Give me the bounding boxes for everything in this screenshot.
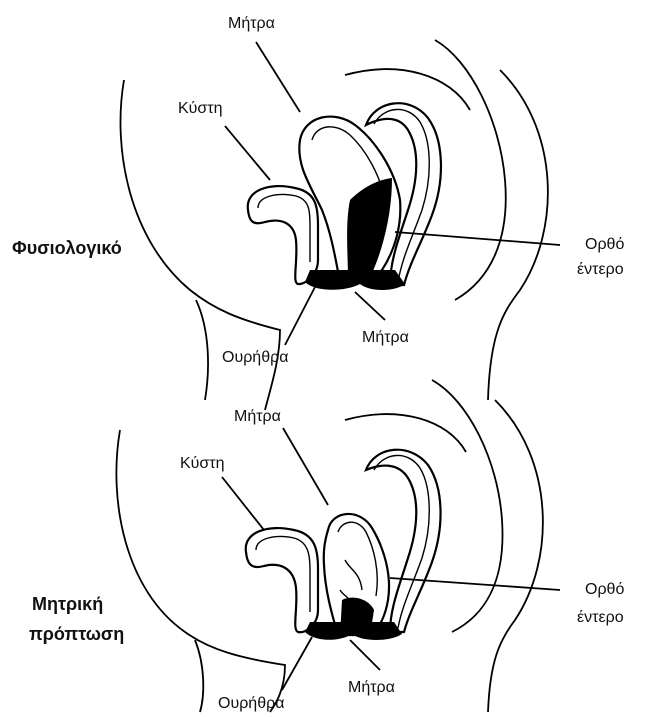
normal-title: Φυσιολογικό (12, 238, 122, 258)
prolapse-label-rectum-1: Ορθό (585, 581, 624, 598)
prolapse-bladder-shape (246, 528, 318, 632)
normal-label-bladder: Κύστη (178, 100, 223, 117)
normal-body-outline-back (435, 40, 506, 300)
prolapse-body-lower-left (195, 640, 203, 712)
prolapse-body-outline-back (432, 380, 503, 632)
prolapse-body-outline-right (488, 400, 543, 712)
normal-body-outline-right (488, 70, 548, 400)
prolapse-pelvic-floor (305, 622, 402, 640)
prolapse-title-1: Μητρική (32, 594, 103, 614)
normal-label-urethra: Ουρήθρα (222, 349, 288, 366)
normal-illustration (120, 40, 547, 410)
prolapse-body-outline-left (116, 430, 285, 712)
prolapse-title-2: πρόπτωση (29, 624, 124, 644)
normal-bladder-shape (248, 186, 318, 284)
prolapse-label-bladder: Κύστη (180, 455, 225, 472)
normal-body-lower-left (196, 300, 208, 400)
normal-pelvic-floor (305, 270, 405, 290)
prolapse-label-rectum-2: έντερο (577, 609, 624, 626)
normal-label-rectum-1: Ορθό (585, 236, 624, 253)
prolapse-body-inner-curve (345, 414, 466, 452)
prolapse-label-uterus-top: Μήτρα (234, 408, 281, 425)
prolapse-illustration (116, 380, 542, 712)
normal-label-uterus-bottom: Μήτρα (362, 329, 409, 346)
normal-label-rectum-2: έντερο (577, 261, 624, 278)
prolapse-label-uterus-bottom: Μήτρα (348, 679, 395, 696)
prolapse-label-urethra: Ουρήθρα (218, 695, 284, 712)
normal-label-uterus-top: Μήτρα (228, 15, 275, 32)
